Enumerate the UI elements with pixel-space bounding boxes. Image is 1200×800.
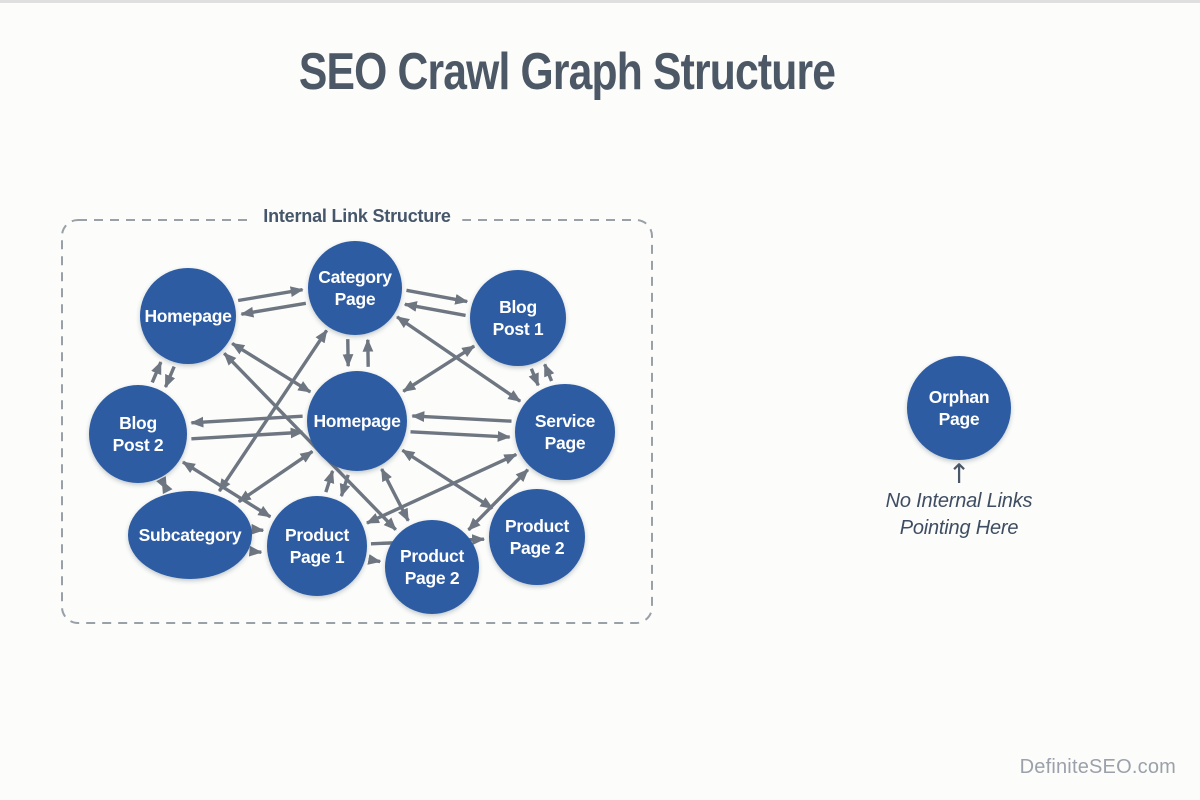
orphan-caption: ↑ No Internal Links Pointing Here xyxy=(829,459,1089,542)
node-label-subcategory: Subcategory xyxy=(139,525,242,545)
edge-service-product2b xyxy=(467,468,530,532)
node-circle-category xyxy=(308,241,402,335)
node-circle-orphan xyxy=(907,356,1011,460)
node-circle-service xyxy=(515,384,615,480)
node-label-homepage-c: Homepage xyxy=(313,411,401,431)
page-title: SEO Crawl Graph Structure xyxy=(0,42,1200,102)
node-subcategory: Subcategory xyxy=(128,491,252,579)
edge-blog2-subcategory xyxy=(156,476,173,495)
edge-service-homepage-c xyxy=(411,411,512,423)
edge-blog1-service xyxy=(528,368,540,387)
internal-link-structure-label: Internal Link Structure xyxy=(251,206,463,227)
node-circle-blog2 xyxy=(89,385,187,483)
node-circle-product1 xyxy=(267,496,367,596)
node-circle-homepage-c xyxy=(307,371,407,471)
up-arrow-icon: ↑ xyxy=(947,459,971,490)
edge-homepage-tl-homepage-c xyxy=(231,341,312,394)
orphan-caption-line2: Pointing Here xyxy=(899,517,1019,539)
node-circle-product2b xyxy=(385,520,479,614)
edge-subcategory-product1 xyxy=(248,545,263,557)
edge-product1-product2b xyxy=(367,554,382,565)
edge-homepage-c-service xyxy=(410,430,511,442)
edge-blog2-homepage-tl xyxy=(150,361,163,384)
node-circle-blog1 xyxy=(470,270,566,366)
node-circle-product2r xyxy=(489,489,585,585)
edge-category-homepage-tl xyxy=(240,301,307,318)
edge-blog2-homepage-c xyxy=(191,427,304,441)
edge-blog1-category xyxy=(403,301,466,318)
edge-subcategory-product1 xyxy=(250,523,265,535)
edge-service-blog1 xyxy=(543,363,555,382)
node-label-homepage-tl: Homepage xyxy=(144,306,232,326)
node-circle-subcategory xyxy=(128,491,252,579)
edge-homepage-c-subcategory xyxy=(237,450,314,504)
watermark: DefiniteSEO.com xyxy=(1019,756,1176,778)
edges-layer xyxy=(150,286,555,565)
edge-homepage-tl-category xyxy=(237,286,304,303)
orphan-caption-line1: No Internal Links xyxy=(885,490,1033,512)
edge-category-service xyxy=(396,315,522,403)
node-circle-homepage-tl xyxy=(140,268,236,364)
top-edge-line xyxy=(0,0,1200,3)
edge-blog1-homepage-c xyxy=(402,344,476,393)
node-homepage-c: Homepage xyxy=(307,371,407,471)
node-homepage-tl: Homepage xyxy=(140,268,236,364)
edge-category-blog1 xyxy=(406,288,469,305)
edge-homepage-tl-blog2 xyxy=(163,365,176,389)
edge-product1-homepage-c xyxy=(323,469,335,493)
page-title-text: SEO Crawl Graph Structure xyxy=(298,43,836,101)
edge-service-product1 xyxy=(365,452,518,525)
